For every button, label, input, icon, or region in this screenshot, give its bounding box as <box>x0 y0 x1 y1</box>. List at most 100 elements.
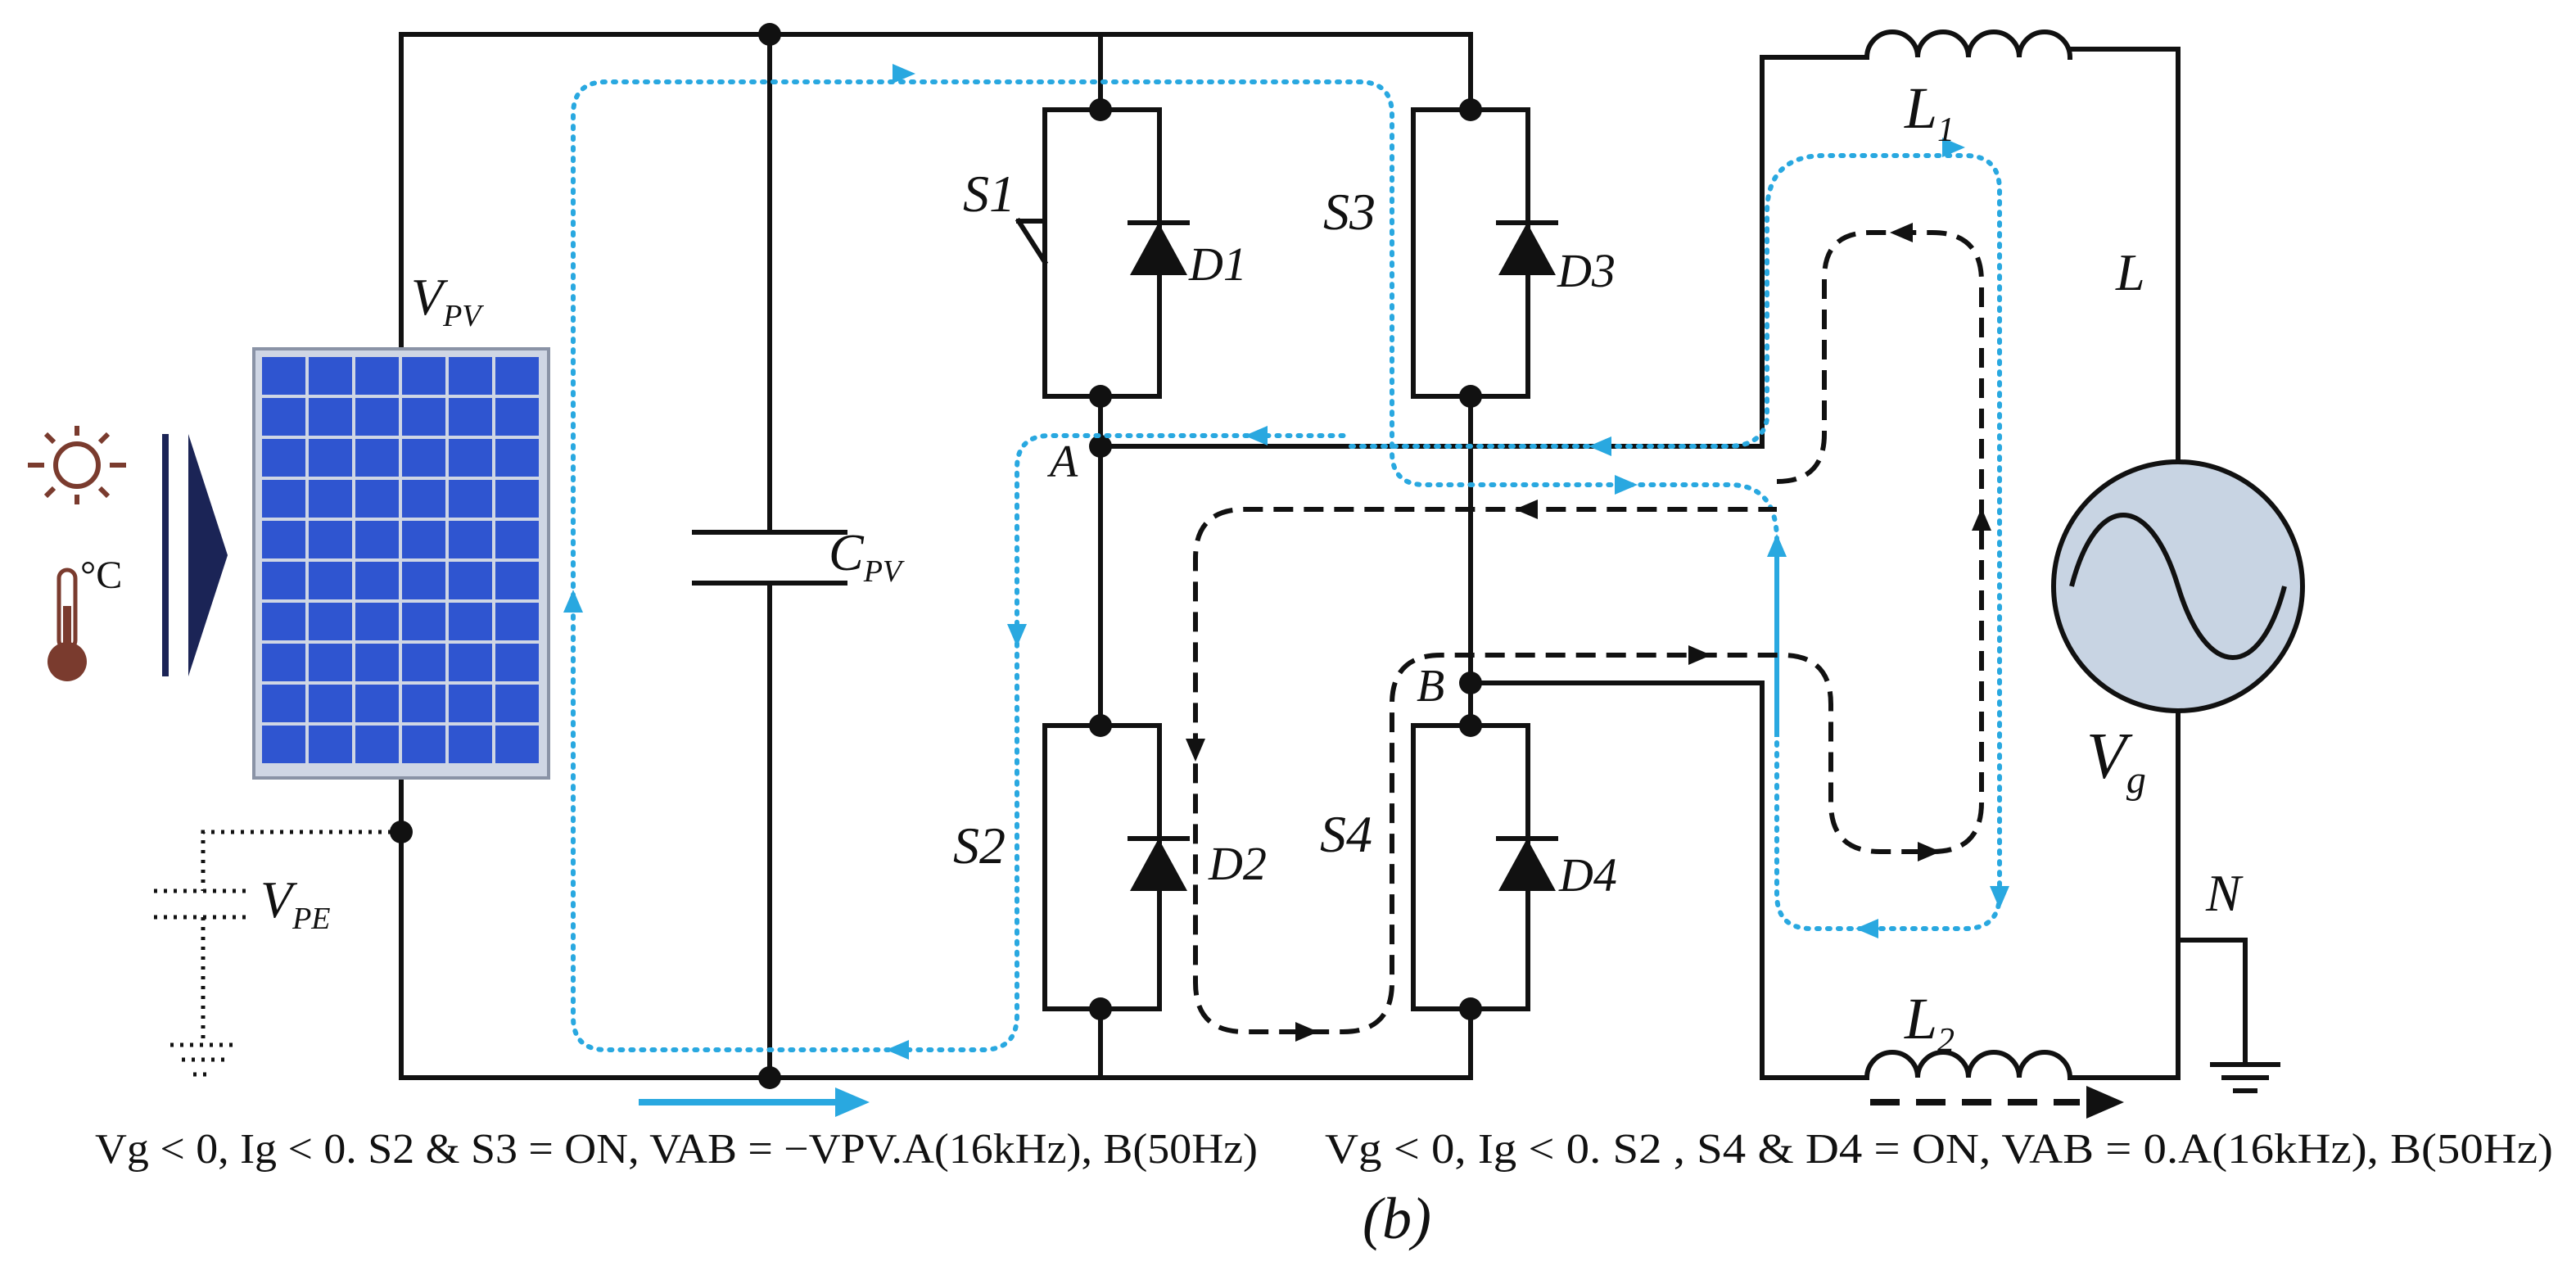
pv-cell <box>402 562 445 599</box>
pv-cell <box>495 603 539 640</box>
label-vg: Vg <box>2086 721 2146 802</box>
pv-cell <box>355 685 399 722</box>
pv-cell <box>402 685 445 722</box>
pv-panel-icon <box>252 347 550 780</box>
pv-cell <box>495 562 539 599</box>
pv-cell <box>309 603 352 640</box>
pv-cell <box>262 398 305 436</box>
pv-cell <box>262 439 305 477</box>
pv-cell <box>355 439 399 477</box>
pv-cell <box>495 685 539 722</box>
pv-cell <box>309 398 352 436</box>
pv-cell <box>402 521 445 558</box>
label-node-a: A <box>1046 436 1078 487</box>
pv-cell <box>309 562 352 599</box>
caption-figure: (b) <box>1363 1186 1431 1251</box>
pv-cell <box>309 357 352 395</box>
pv-cell <box>262 480 305 518</box>
diode-d1 <box>1128 220 1190 275</box>
pv-cell <box>262 357 305 395</box>
pv-cell <box>495 521 539 558</box>
label-l2: L2 <box>1904 986 1955 1060</box>
label-s1: S1 <box>963 165 1015 223</box>
pv-cell <box>402 398 445 436</box>
diode-d4 <box>1496 836 1558 891</box>
pv-cell <box>449 562 492 599</box>
pv-cell <box>495 726 539 763</box>
irradiance-arrow-icon <box>162 434 228 676</box>
pv-cell <box>449 644 492 681</box>
label-line-l: L <box>2115 243 2145 301</box>
label-l1: L1 <box>1904 75 1955 149</box>
pv-cell <box>449 398 492 436</box>
diode-d3 <box>1496 220 1558 275</box>
pv-cell <box>355 644 399 681</box>
pv-cell <box>495 480 539 518</box>
label-s3: S3 <box>1323 183 1376 241</box>
label-d2: D2 <box>1208 837 1267 890</box>
component-labels: S1 D1 S3 D3 A B S2 D2 S4 D4 VPV CPV VPE … <box>80 75 2244 1060</box>
ac-source-icon <box>2051 459 2305 713</box>
parasitic-capacitance <box>154 830 401 1077</box>
pv-cell <box>262 562 305 599</box>
label-s2: S2 <box>953 816 1006 875</box>
pv-cell <box>449 685 492 722</box>
label-temp-unit: °C <box>80 554 122 597</box>
label-vpe: VPE <box>260 870 331 936</box>
junction-nodes <box>390 23 1482 1089</box>
pv-cell <box>355 357 399 395</box>
current-arrows-black <box>1186 223 1991 1042</box>
pv-cell <box>402 726 445 763</box>
pv-cell <box>402 603 445 640</box>
left-leg <box>1015 107 1162 1080</box>
pv-cell <box>309 644 352 681</box>
label-neutral-n: N <box>2205 864 2244 922</box>
pv-cell <box>495 439 539 477</box>
pv-cell <box>309 726 352 763</box>
pv-cell <box>402 480 445 518</box>
pv-cell <box>449 439 492 477</box>
label-vpv: VPV <box>411 268 484 333</box>
pv-cell <box>449 357 492 395</box>
pv-cell <box>309 480 352 518</box>
label-d1: D1 <box>1188 237 1247 291</box>
label-s4: S4 <box>1320 805 1372 863</box>
label-d3: D3 <box>1557 244 1616 297</box>
pv-cell <box>495 398 539 436</box>
inductor-l2 <box>1864 1050 2073 1081</box>
ground-icon <box>2210 1062 2280 1093</box>
pv-cell <box>402 644 445 681</box>
pv-cell <box>449 521 492 558</box>
thermometer-icon <box>47 567 87 681</box>
pv-cell <box>449 726 492 763</box>
current-path-mode1 <box>571 79 2002 1052</box>
pv-cell <box>355 480 399 518</box>
dc-bus-wiring <box>399 32 1473 1080</box>
current-arrows-blue <box>563 64 2009 1060</box>
pv-cell <box>402 439 445 477</box>
pv-cell <box>449 603 492 640</box>
captions: Vg < 0, Ig < 0. S2 & S3 = ON, VAB = −VPV… <box>95 1126 2553 1251</box>
pv-cell <box>355 521 399 558</box>
pv-cell <box>355 398 399 436</box>
current-path-mode2 <box>1193 230 1984 1034</box>
pv-cell <box>449 480 492 518</box>
pv-cell <box>262 521 305 558</box>
bottom-arrows <box>639 1086 2124 1119</box>
pv-cell <box>355 603 399 640</box>
caption-left: Vg < 0, Ig < 0. S2 & S3 = ON, VAB = −VPV… <box>95 1126 1258 1173</box>
pv-cell <box>355 562 399 599</box>
pv-cell <box>262 644 305 681</box>
sun-icon <box>28 426 126 504</box>
pv-cell <box>309 439 352 477</box>
pv-cell <box>495 357 539 395</box>
inductor-l1 <box>1864 29 2073 61</box>
pv-cell <box>262 726 305 763</box>
pv-cell <box>309 685 352 722</box>
pv-cell <box>262 603 305 640</box>
label-node-b: B <box>1417 661 1444 712</box>
pv-cell <box>355 726 399 763</box>
ac-wiring <box>1098 47 2248 1080</box>
diode-d2 <box>1128 836 1190 891</box>
